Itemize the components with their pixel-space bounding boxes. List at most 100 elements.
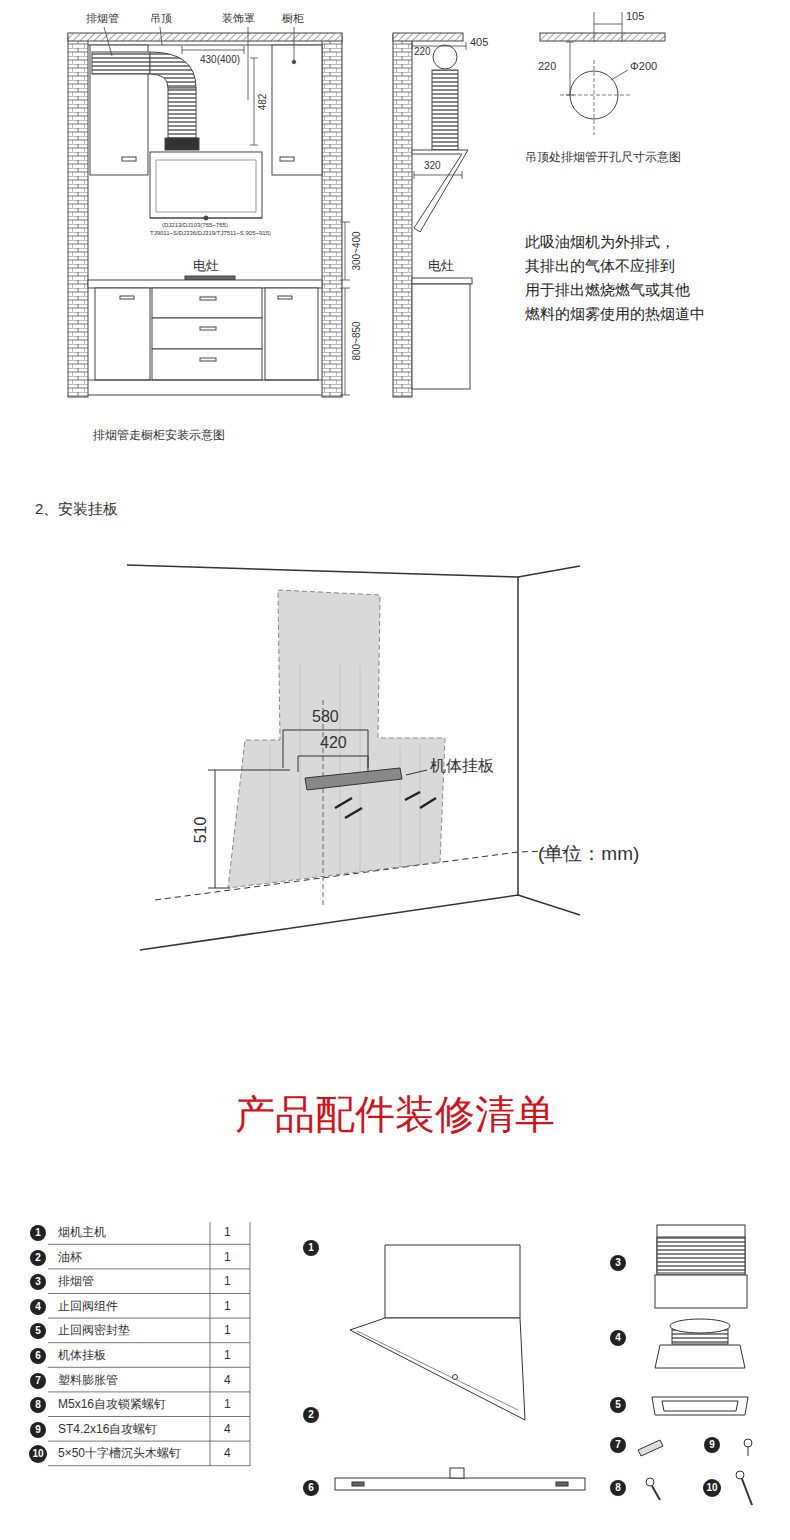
front-view (88, 280, 322, 288)
table-cell: 1 (224, 1274, 231, 1288)
table-cell: 1 (224, 1323, 231, 1337)
table-cell: 止回阀组件 (58, 1299, 118, 1313)
diagram-label: 吊顶处排烟管开孔尺寸示意图 (525, 150, 681, 164)
diagram-label: 800~850 (351, 321, 363, 360)
leader-line (104, 27, 296, 100)
side-view (393, 33, 463, 41)
dimension-line (340, 288, 350, 395)
callout-text: 9 (709, 1440, 715, 1450)
diagram-label: 220 (538, 60, 556, 73)
leader-line (292, 60, 296, 64)
diagram-label: 电灶 (428, 258, 454, 274)
diagram-label: 405 (470, 36, 488, 49)
wall-illustration (208, 770, 290, 888)
parts-illustration (657, 1225, 745, 1275)
leader-line (160, 27, 162, 45)
leader-line (294, 27, 295, 62)
parts-illustration (638, 1440, 663, 1456)
front-view (152, 349, 262, 380)
wall-illustration (305, 768, 402, 790)
callout-number: 7 (30, 1373, 46, 1389)
front-view (185, 276, 235, 280)
dimension-line (182, 46, 350, 395)
front-view (168, 88, 196, 140)
table-cell: 4 (224, 1373, 231, 1387)
wall-illustration (127, 565, 580, 950)
parts-illustration (655, 1345, 745, 1368)
callout-text: 7 (615, 1440, 621, 1450)
diagram-label: 电灶 (193, 258, 219, 274)
diagram-label: 机体挂板 (430, 756, 494, 775)
front-view (204, 216, 208, 220)
callout-number: 2 (30, 1250, 46, 1266)
front-view (68, 33, 342, 397)
front-view (122, 157, 136, 161)
front-view (150, 52, 196, 88)
parts-illustration (385, 1245, 520, 1318)
front-view (165, 138, 199, 150)
parts-illustration (556, 1482, 568, 1486)
callout-text: 4 (35, 1302, 41, 1312)
table-cell: 烟机主机 (58, 1225, 106, 1239)
table-grid (210, 1222, 250, 1466)
parts-illustration (655, 1275, 747, 1308)
parts-illustration (450, 1468, 464, 1478)
table-cell: 4 (224, 1446, 231, 1460)
diagram-label: 300~400 (351, 231, 363, 270)
front-view (200, 327, 216, 330)
callout-number: 4 (610, 1330, 626, 1346)
diagram-label: 装饰罩 (222, 12, 255, 25)
wall-illustration (335, 792, 436, 818)
diagram-label: 220 (414, 46, 431, 58)
callout-text: 6 (308, 1483, 314, 1493)
diagram-label: 此吸油烟机为外排式， 其排出的气体不应排到 用于排出燃烧燃气或其他 燃料的烟雾使… (525, 230, 720, 326)
front-view (200, 297, 216, 300)
callout-text: 8 (35, 1400, 41, 1410)
parts-illustration (453, 1375, 458, 1380)
callout-number: 8 (610, 1480, 626, 1496)
diagram-label: 105 (626, 10, 644, 23)
side-view (432, 70, 458, 150)
dimension-line (250, 58, 258, 145)
wall-illustration (140, 895, 580, 950)
parts-illustration (744, 1439, 752, 1447)
side-view (412, 150, 468, 232)
diagram-label: 510 (191, 817, 210, 844)
front-view (278, 296, 292, 299)
callout-number: 3 (30, 1274, 46, 1290)
leader-line (104, 27, 112, 56)
callout-text: 3 (615, 1258, 621, 1268)
side-view (433, 45, 457, 69)
table-cell: 1 (224, 1299, 231, 1313)
callout-text: 3 (35, 1277, 41, 1287)
diagram-label: 排烟管 (86, 12, 119, 25)
side-view (414, 171, 462, 179)
ceiling-hole (540, 33, 665, 41)
parts-illustration (357, 1331, 518, 1410)
parts-illustration (742, 1479, 752, 1505)
front-view (92, 52, 150, 74)
wall-illustration (298, 756, 368, 772)
callout-text: 2 (35, 1253, 41, 1263)
diagram-label: 320 (424, 160, 441, 172)
table-cell: 4 (224, 1422, 231, 1436)
table-grid (48, 1244, 250, 1465)
callout-number: 1 (30, 1225, 46, 1241)
front-view (150, 152, 262, 218)
callout-number: 5 (610, 1397, 626, 1413)
front-view (322, 35, 342, 397)
parts-illustration (662, 1401, 738, 1411)
front-view (152, 318, 262, 349)
table-cell: 1 (224, 1225, 231, 1239)
wall-illustration (127, 565, 580, 577)
table-grid (48, 1222, 250, 1466)
callout-number: 10 (703, 1479, 721, 1497)
diagram-label: 2、安装挂板 (35, 500, 118, 518)
table-cell: 1 (224, 1397, 231, 1411)
table-cell: 油杯 (58, 1250, 82, 1264)
callout-number: 8 (30, 1397, 46, 1413)
parts-illustration (335, 1225, 752, 1505)
page-title: 产品配件装修清单 (0, 1090, 790, 1138)
callout-number: 2 (303, 1407, 319, 1423)
